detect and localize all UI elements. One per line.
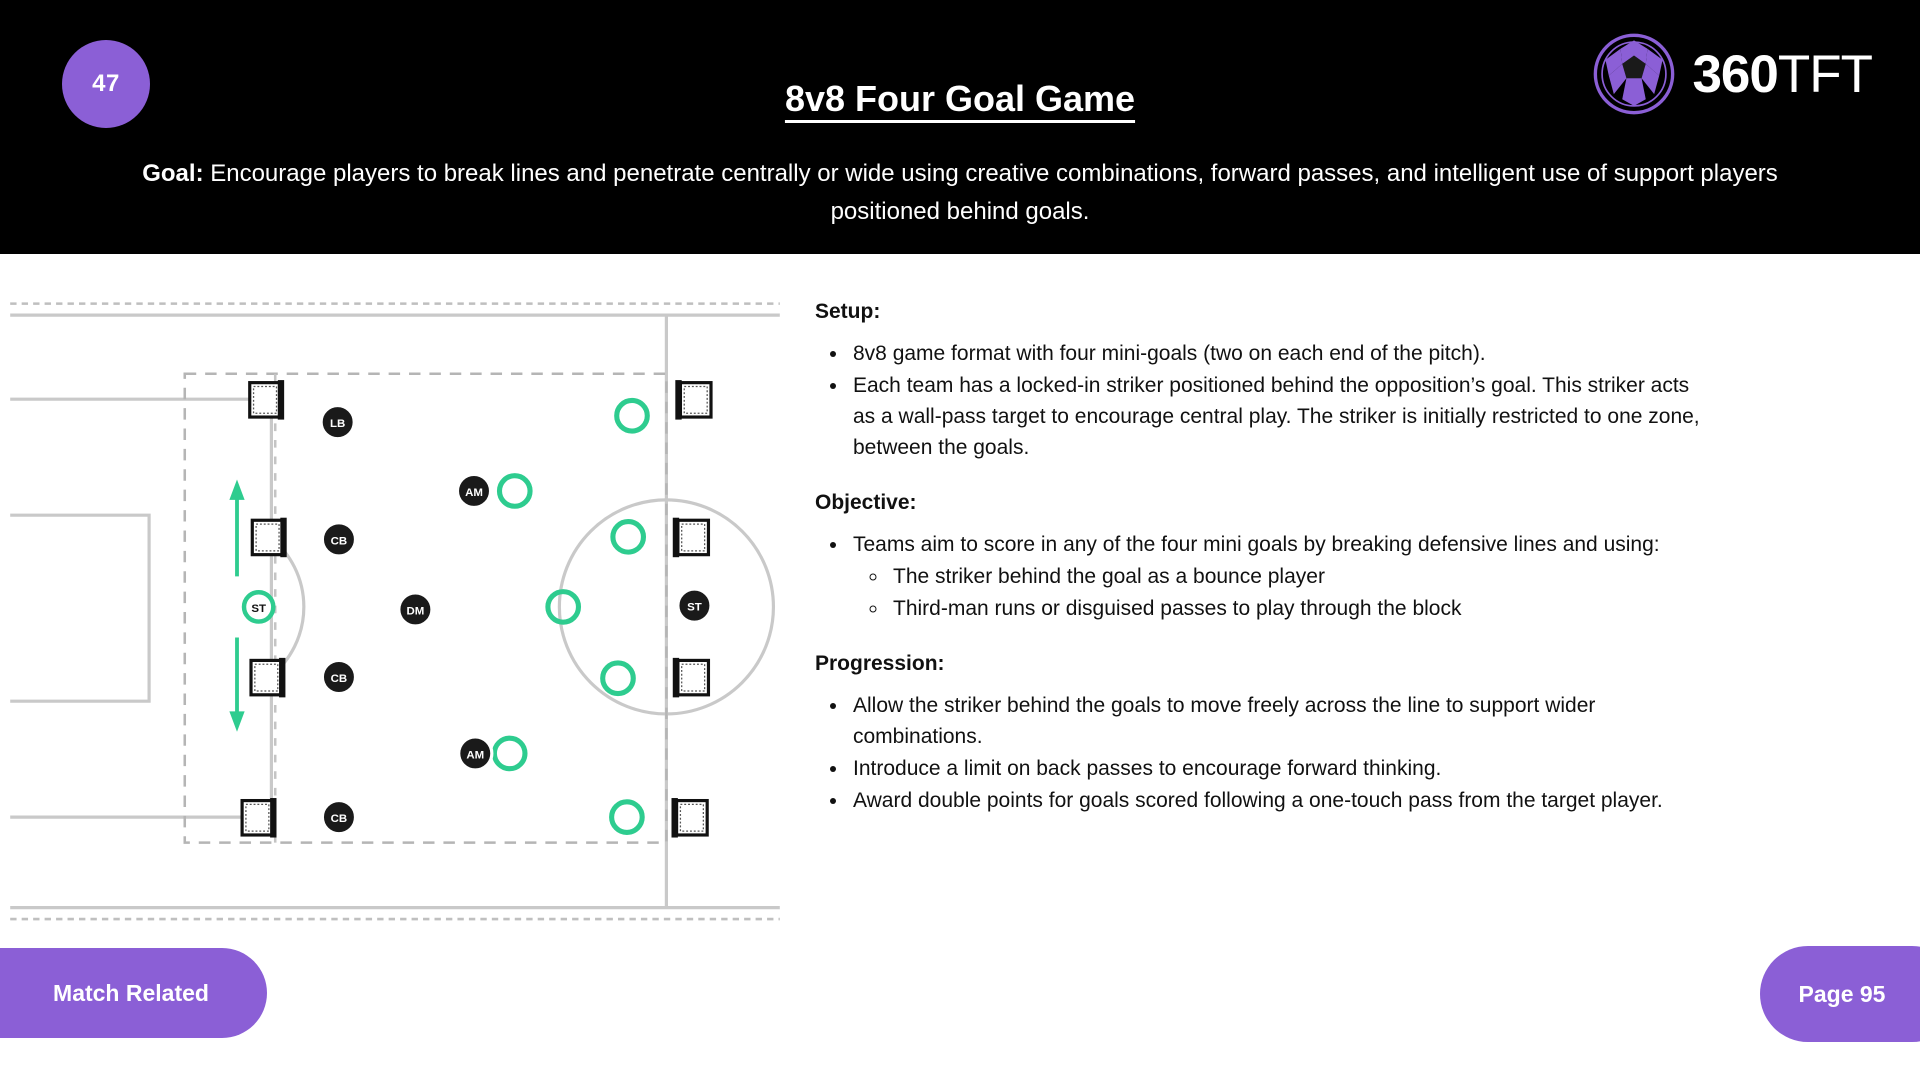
mini-goal xyxy=(671,798,709,838)
player-token-lb: LB xyxy=(319,403,356,441)
svg-text:ST: ST xyxy=(251,603,266,615)
goal-statement: Goal: Encourage players to break lines a… xyxy=(120,155,1800,231)
list-item: The striker behind the goal as a bounce … xyxy=(889,561,1705,592)
football-pitch-diagram: ST LB AM CB DM CB xyxy=(0,254,790,970)
session-number-value: 47 xyxy=(92,70,120,97)
green-player-marker xyxy=(545,589,582,625)
setup-bullet-list: 8v8 game format with four mini-goals (tw… xyxy=(849,338,1705,463)
list-item: Award double points for goals scored fol… xyxy=(849,785,1705,816)
green-player-marker xyxy=(600,660,636,697)
soccer-ball-icon xyxy=(1594,33,1675,115)
mini-goal xyxy=(672,657,711,698)
category-tag-label: Match Related xyxy=(53,979,209,1006)
brand-logo: 360TFT xyxy=(1592,32,1873,116)
mini-goal xyxy=(672,517,711,558)
zone-rectangle-dashed xyxy=(183,372,668,844)
pitch-boundary-dashed xyxy=(10,302,780,921)
player-token-am: AM xyxy=(455,472,493,510)
list-item: 8v8 game format with four mini-goals (tw… xyxy=(849,338,1705,369)
list-item: Introduce a limit on back passes to enco… xyxy=(849,753,1705,784)
green-player-marker xyxy=(609,799,645,835)
green-player-marker xyxy=(610,518,647,555)
mini-goal xyxy=(240,798,277,838)
section-heading-progression: Progression: xyxy=(815,652,945,675)
svg-text:ST: ST xyxy=(687,602,702,614)
page-title: 8v8 Four Goal Game xyxy=(784,78,1136,119)
pitch-svg: ST LB AM CB DM CB xyxy=(10,302,780,921)
penalty-area xyxy=(10,397,273,819)
list-item: Each team has a locked-in striker positi… xyxy=(849,370,1705,463)
logo-bold-part: 360 xyxy=(1692,44,1778,104)
list-item: Allow the striker behind the goals to mo… xyxy=(849,690,1705,752)
page-number-label: Page 95 xyxy=(1798,980,1886,1007)
objective-bullet-list: Teams aim to score in any of the four mi… xyxy=(849,529,1705,624)
logo-wordmark: 360TFT xyxy=(1692,44,1873,104)
progression-bullet-list: Allow the striker behind the goals to mo… xyxy=(849,690,1705,816)
player-token-am: AM xyxy=(457,735,494,772)
svg-text:LB: LB xyxy=(330,418,345,430)
svg-text:AM: AM xyxy=(465,487,483,499)
category-tag-badge: Match Related xyxy=(0,948,267,1038)
mini-goal xyxy=(250,517,287,558)
svg-text:CB: CB xyxy=(331,813,348,825)
striker-movement-arrow xyxy=(229,479,245,732)
slide-header: 47 8v8 Four Goal Game Goal: Encourage pl… xyxy=(0,0,1920,254)
svg-text:AM: AM xyxy=(466,750,484,762)
goal-label: Goal: xyxy=(142,160,204,187)
svg-text:DM: DM xyxy=(406,606,424,618)
list-item: Third-man runs or disguised passes to pl… xyxy=(889,593,1705,624)
page-number-badge: Page 95 xyxy=(1760,946,1920,1042)
player-token-st-green: ST xyxy=(241,590,276,624)
goal-text: Encourage players to break lines and pen… xyxy=(203,160,1778,225)
objective-sub-bullet-list: The striker behind the goal as a bounce … xyxy=(889,561,1705,624)
logo-light-part: TFT xyxy=(1777,44,1873,104)
mini-goal xyxy=(675,380,713,420)
list-item: Teams aim to score in any of the four mi… xyxy=(849,529,1705,560)
mini-goal xyxy=(249,657,286,698)
session-number-badge: 47 xyxy=(62,40,150,128)
green-player-marker xyxy=(614,397,650,434)
section-heading-objective: Objective: xyxy=(815,491,917,514)
goal-area xyxy=(10,513,151,703)
mini-goal xyxy=(248,380,285,420)
session-content: Setup: 8v8 game format with four mini-go… xyxy=(815,300,1705,817)
green-player-marker xyxy=(491,735,528,772)
svg-text:CB: CB xyxy=(331,673,348,685)
player-token-cb: CB xyxy=(320,798,358,836)
green-player-marker xyxy=(496,473,533,509)
svg-text:CB: CB xyxy=(331,535,348,547)
player-token-dm: DM xyxy=(397,591,434,628)
player-token-st: ST xyxy=(676,587,713,624)
section-heading-setup: Setup: xyxy=(815,300,881,323)
player-token-cb: CB xyxy=(320,658,358,696)
player-token-cb: CB xyxy=(320,521,358,558)
